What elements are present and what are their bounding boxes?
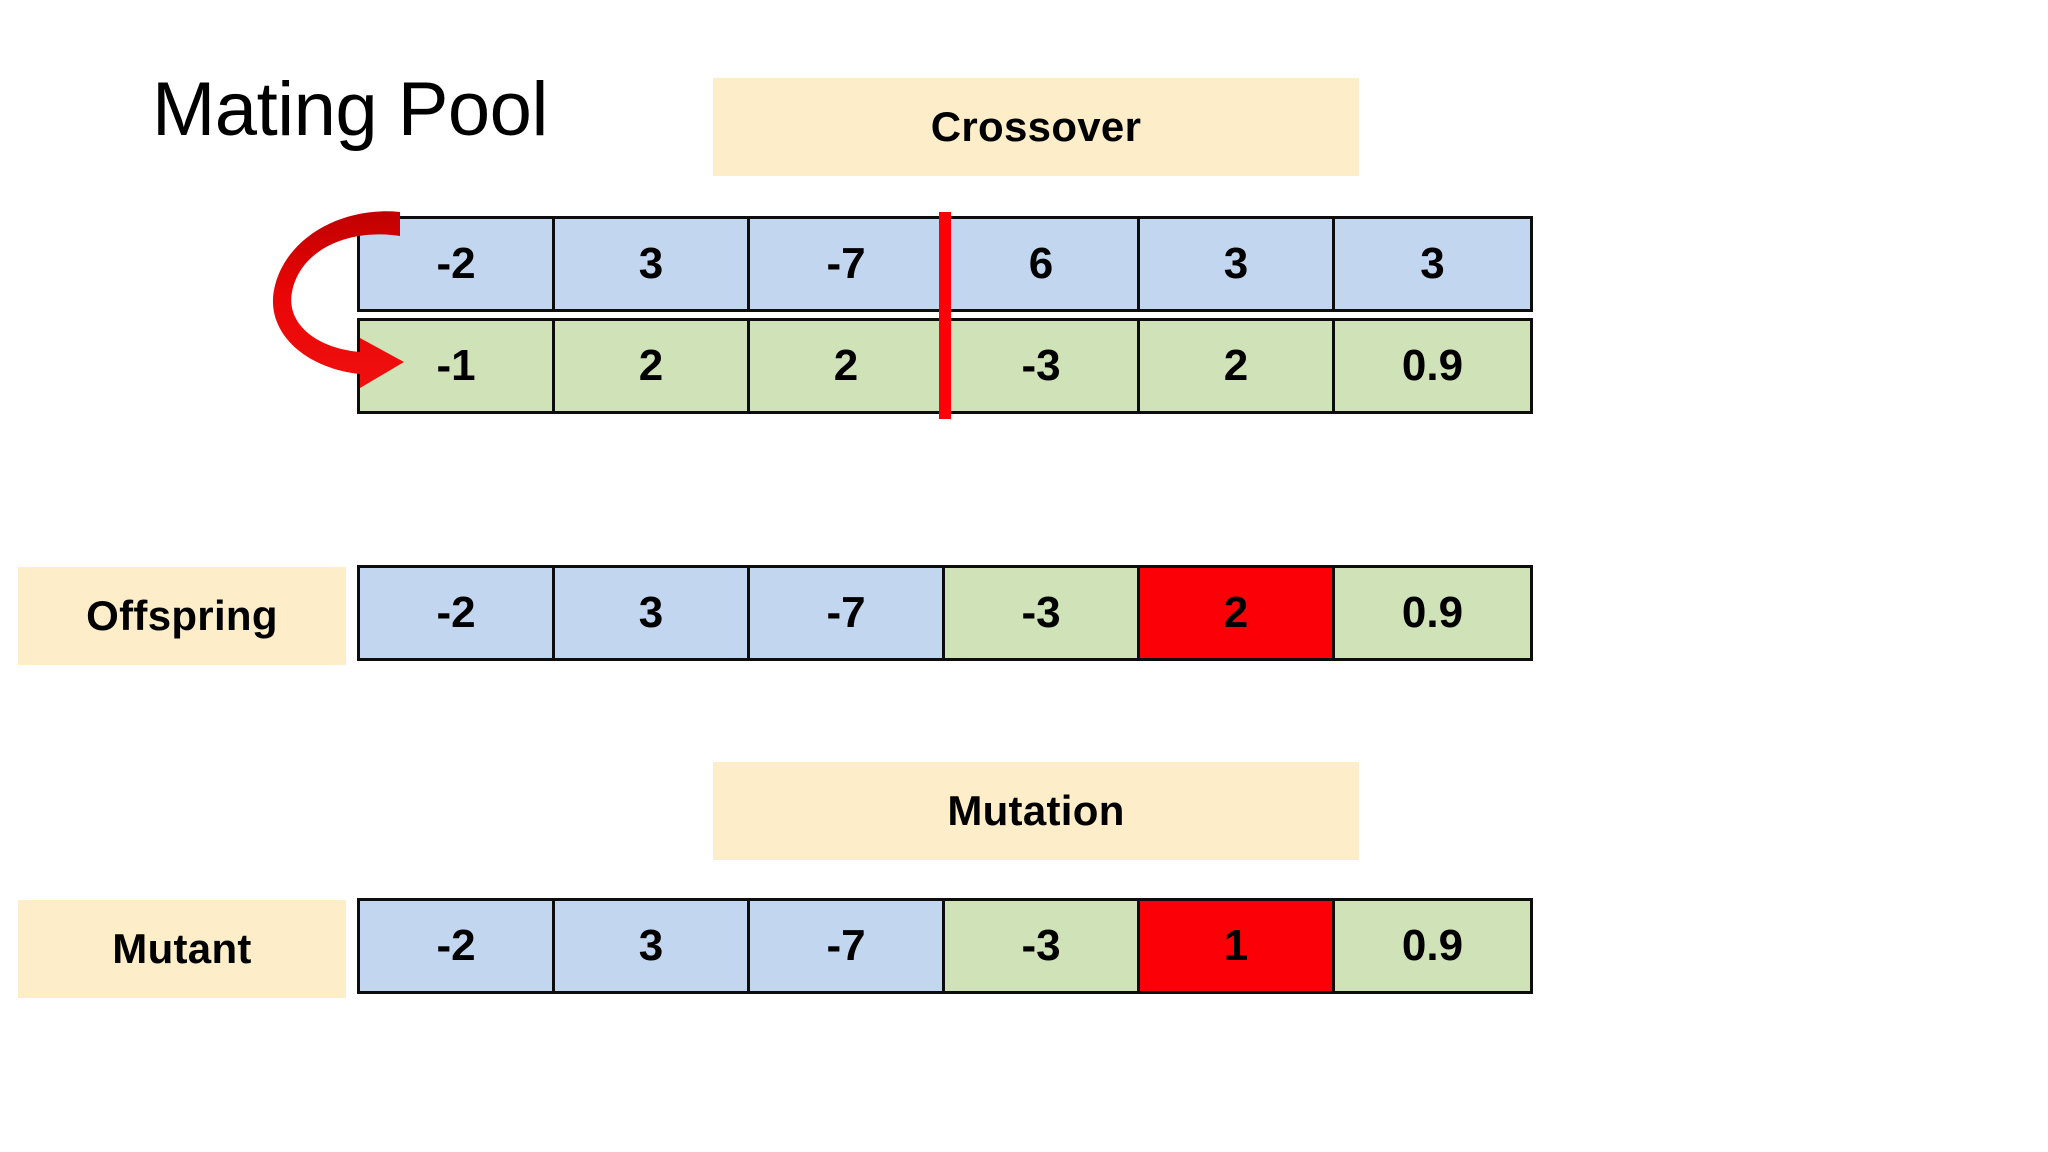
chromosome-mutant: -2 3 -7 -3 1 0.9 bbox=[357, 898, 1533, 994]
gene-cell: -2 bbox=[360, 901, 555, 991]
curved-arrow-icon bbox=[252, 198, 422, 388]
gene-cell: 2 bbox=[1140, 321, 1335, 411]
chromosome-offspring: -2 3 -7 -3 2 0.9 bbox=[357, 565, 1533, 661]
gene-cell-highlighted: 2 bbox=[1140, 568, 1335, 658]
gene-cell: -3 bbox=[945, 901, 1140, 991]
gene-cell: -3 bbox=[945, 321, 1140, 411]
chromosome-parent-a: -2 3 -7 6 3 3 bbox=[357, 216, 1533, 312]
gene-cell: 3 bbox=[1335, 219, 1530, 309]
gene-cell: -7 bbox=[750, 901, 945, 991]
gene-cell: 3 bbox=[1140, 219, 1335, 309]
gene-cell-highlighted: 1 bbox=[1140, 901, 1335, 991]
gene-cell: -7 bbox=[750, 568, 945, 658]
gene-cell: -2 bbox=[360, 568, 555, 658]
crossover-operator-label: Crossover bbox=[713, 78, 1359, 176]
mutant-row-label: Mutant bbox=[18, 900, 346, 998]
gene-cell: 0.9 bbox=[1335, 568, 1530, 658]
page-title: Mating Pool bbox=[152, 67, 548, 152]
mutation-operator-label: Mutation bbox=[713, 762, 1359, 860]
offspring-row-label: Offspring bbox=[18, 567, 346, 665]
gene-cell: 3 bbox=[555, 219, 750, 309]
gene-cell: 0.9 bbox=[1335, 321, 1530, 411]
gene-cell: 6 bbox=[945, 219, 1140, 309]
gene-cell: -7 bbox=[750, 219, 945, 309]
gene-cell: -3 bbox=[945, 568, 1140, 658]
gene-cell: 3 bbox=[555, 901, 750, 991]
gene-cell: 2 bbox=[750, 321, 945, 411]
gene-cell: 2 bbox=[555, 321, 750, 411]
crossover-point-marker bbox=[939, 212, 951, 419]
gene-cell: 0.9 bbox=[1335, 901, 1530, 991]
gene-cell: 3 bbox=[555, 568, 750, 658]
